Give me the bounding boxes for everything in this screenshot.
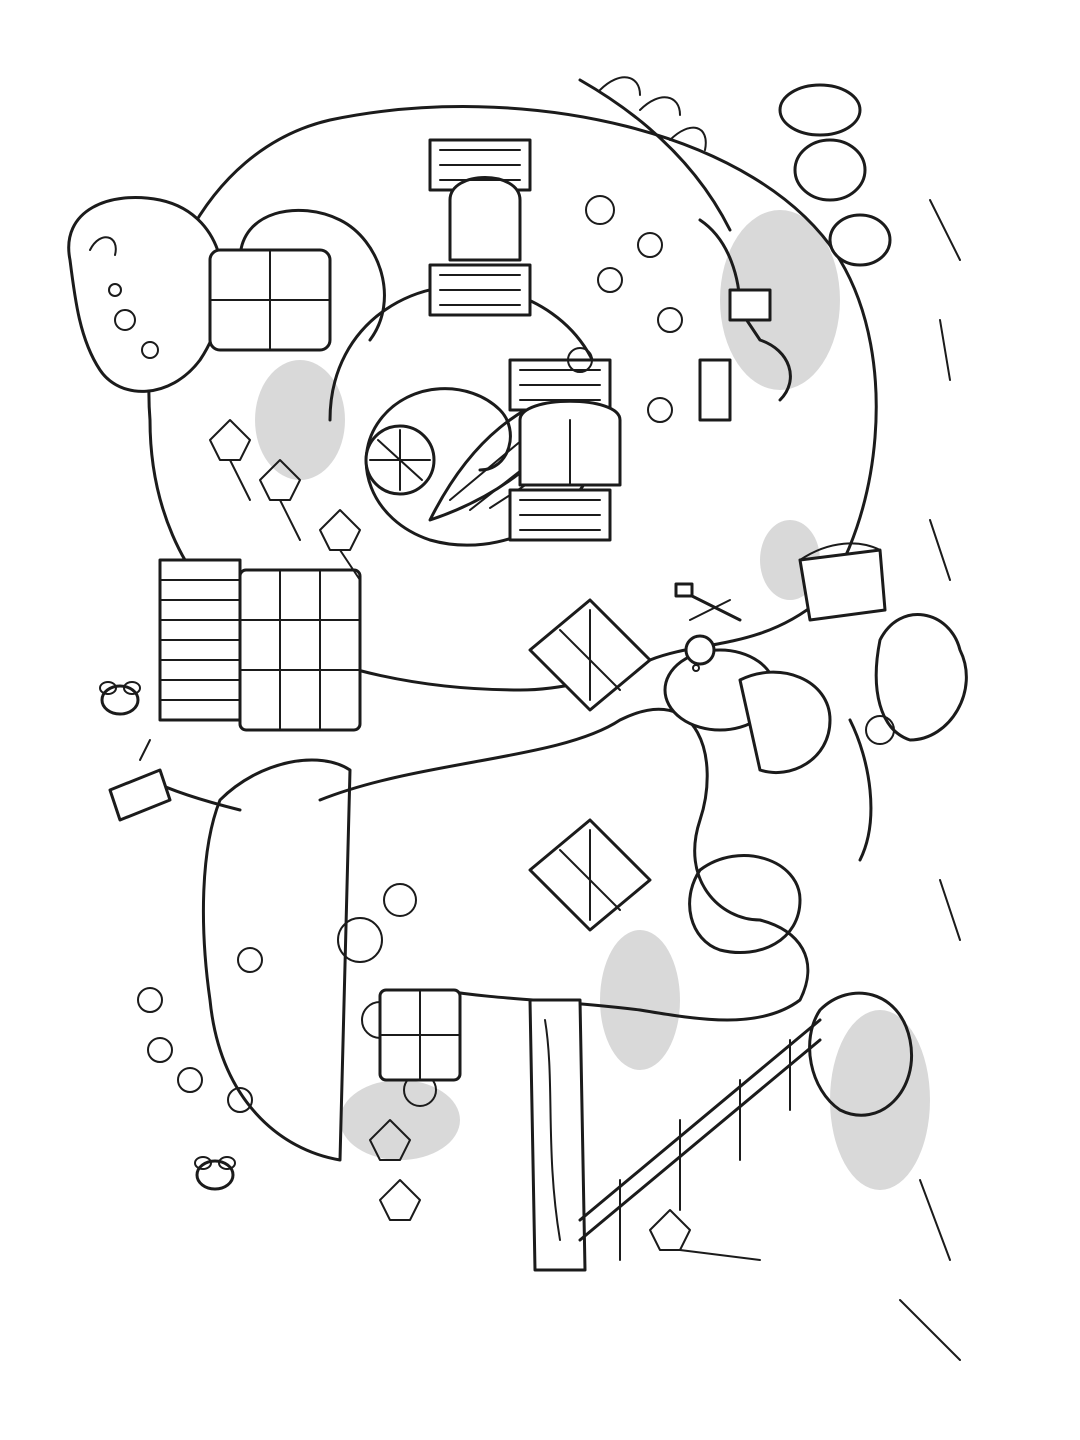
window-lower-house [378,988,462,1082]
window-top [208,248,332,352]
leaf-branch [578,76,732,232]
wooden-post [528,998,587,1272]
rocks [778,83,892,267]
mouse-painter [663,599,895,862]
fence [578,1018,822,1261]
diamond-window-lower [528,818,652,932]
drain-pipe [698,218,792,422]
lamp-post [108,739,242,822]
gray-shading [255,210,930,1190]
bee-upper [99,681,141,716]
flowers-lower-left [137,947,263,1113]
tulips-left [209,419,761,1261]
bee-lower [194,1156,236,1191]
wall-flowers [567,195,683,423]
arched-window-upper [428,138,532,317]
bushes-right [688,613,968,1117]
diamond-window-upper [528,598,652,712]
striped-awning-window [158,558,362,732]
mushroom-cap [67,196,225,393]
arched-window-lower [508,358,622,542]
grass-edge [899,199,961,1361]
paint-bucket [798,542,887,622]
paint-brush [674,582,742,622]
snail-house-lower [201,707,810,1162]
